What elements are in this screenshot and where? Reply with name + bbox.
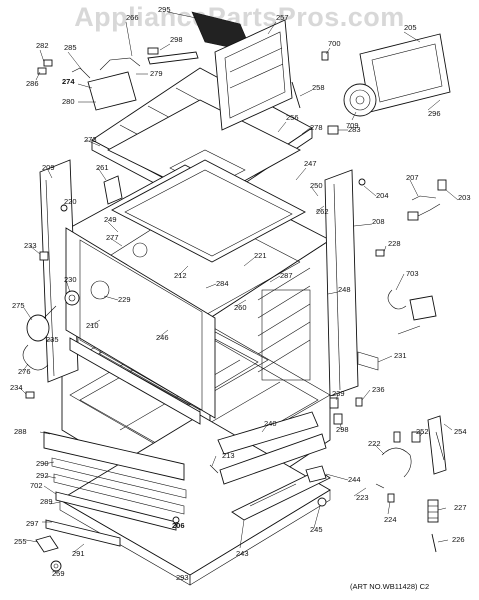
part-label-209: 209 — [42, 163, 55, 172]
part-label-292: 292 — [36, 471, 49, 480]
rear-panel — [343, 33, 451, 117]
part-label-260: 260 — [234, 303, 247, 312]
part-label-700: 700 — [328, 39, 341, 48]
part-label-709: 709 — [346, 121, 359, 130]
part-label-207: 207 — [406, 173, 419, 182]
part-label-205: 205 — [404, 23, 417, 32]
part-label-235: 235 — [46, 335, 59, 344]
part-label-220: 220 — [64, 197, 77, 206]
part-label-289: 289 — [40, 497, 53, 506]
part-label-254: 254 — [454, 427, 467, 436]
part-label-226: 226 — [452, 535, 465, 544]
part-label-203: 203 — [458, 193, 471, 202]
part-label-222: 222 — [368, 439, 381, 448]
part-label-255: 255 — [14, 537, 27, 546]
part-label-274: 274 — [62, 77, 75, 86]
part-label-285: 285 — [64, 43, 77, 52]
part-label-259: 259 — [52, 569, 65, 578]
part-label-231: 231 — [394, 351, 407, 360]
part-label-278: 278 — [310, 123, 323, 132]
part-label-291: 291 — [72, 549, 85, 558]
part-label-283: 283 — [348, 125, 361, 134]
part-label-286: 286 — [26, 79, 39, 88]
part-label-256: 256 — [286, 113, 299, 122]
part-label-210: 210 — [86, 321, 99, 330]
part-label-221: 221 — [254, 251, 267, 260]
part-label-280: 280 — [62, 97, 75, 106]
part-label-206: 206 — [172, 521, 185, 530]
front-frame — [39, 159, 359, 425]
part-label-279: 279 — [150, 69, 163, 78]
part-label-227: 227 — [454, 503, 467, 512]
part-label-230: 230 — [64, 275, 77, 284]
part-label-252: 252 — [416, 427, 429, 436]
art-number: (ART NO.WB11428) C2 — [350, 582, 430, 591]
part-label-240: 240 — [264, 419, 277, 428]
part-label-204: 204 — [376, 191, 389, 200]
part-label-228: 228 — [388, 239, 401, 248]
part-label-277: 277 — [106, 233, 119, 242]
part-label-239: 239 — [332, 389, 345, 398]
part-label-223: 223 — [356, 493, 369, 502]
part-label-250: 250 — [310, 181, 323, 190]
leader-lines — [19, 11, 459, 581]
part-label-208: 208 — [372, 217, 385, 226]
part-label-262: 262 — [316, 207, 329, 216]
part-label-212: 212 — [174, 271, 187, 280]
part-label-229: 229 — [118, 295, 131, 304]
part-label-266: 266 — [126, 13, 139, 22]
part-label-298: 298 — [336, 425, 349, 434]
part-label-246: 246 — [156, 333, 169, 342]
part-label-287: 287 — [280, 271, 293, 280]
part-label-275: 275 — [12, 301, 25, 310]
part-label-703: 703 — [406, 269, 419, 278]
part-label-224: 224 — [384, 515, 397, 524]
part-label-247: 247 — [304, 159, 317, 168]
part-label-213: 213 — [222, 451, 235, 460]
part-label-284: 284 — [216, 279, 229, 288]
part-label-245: 245 — [310, 525, 323, 534]
part-label-702: 702 — [30, 481, 43, 490]
part-label-295: 295 — [158, 5, 171, 14]
part-label-258: 258 — [312, 83, 325, 92]
small-parts — [22, 47, 447, 572]
part-label-243: 243 — [236, 549, 249, 558]
part-label-276: 276 — [18, 367, 31, 376]
part-label-236: 236 — [372, 385, 385, 394]
part-label-293: 293 — [176, 573, 189, 582]
part-label-298: 298 — [170, 35, 183, 44]
part-label-288: 288 — [14, 427, 27, 436]
part-label-290: 290 — [36, 459, 49, 468]
part-label-233: 233 — [24, 241, 37, 250]
part-label-282: 282 — [36, 41, 49, 50]
part-label-234: 234 — [10, 383, 23, 392]
part-label-261: 261 — [96, 163, 109, 172]
part-label-244: 244 — [348, 475, 361, 484]
part-label-248: 248 — [338, 285, 351, 294]
part-label-257: 257 — [276, 13, 289, 22]
backguard — [191, 11, 293, 131]
part-label-297: 297 — [26, 519, 39, 528]
part-label-273: 273 — [84, 135, 97, 144]
part-label-249: 249 — [104, 215, 117, 224]
part-number-labels: 295 257 266 282 285 298 286 274 279 280 700 205 258 7… — [10, 5, 471, 582]
part-label-296: 296 — [428, 109, 441, 118]
